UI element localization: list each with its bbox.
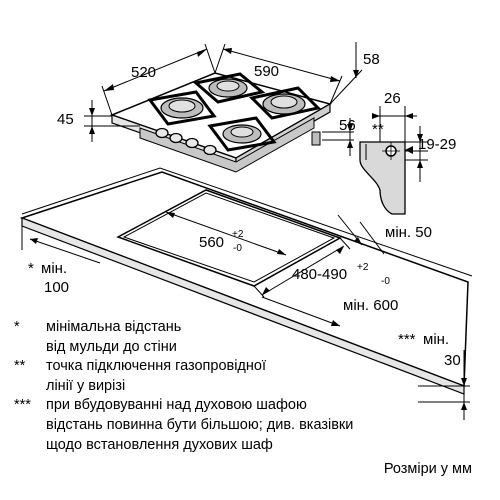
hob-drawing [109, 72, 332, 173]
front-clearance-marker: * [28, 260, 34, 277]
cutout-depth-label: 480-490 +2 -0 [292, 262, 390, 287]
control-knobs [155, 127, 217, 156]
cutout-depth-main: 480-490 [292, 266, 347, 283]
hob-depth-label: 520 [131, 64, 156, 81]
knob-2 [169, 132, 183, 144]
note-1: * мінімальна відстань від мульди до стін… [14, 318, 494, 357]
note-3-text: при вбудовуванні над духовою шафою відст… [46, 396, 494, 455]
gas-pipe-stub [311, 131, 321, 146]
note-1-line-1: мінімальна відстань [46, 319, 182, 335]
hob-top-height-label: 58 [363, 51, 380, 68]
bracket-profile [359, 141, 406, 215]
countertop-depth-label: мін. 600 [343, 297, 398, 314]
note-2-text: точка підключення газопровідної лінії у … [46, 357, 494, 396]
hob-width-label: 590 [254, 63, 279, 80]
pan-support-front-right [207, 116, 277, 152]
side-clearance-value: 30 [444, 352, 461, 369]
note-3-mark: *** [14, 397, 31, 414]
cutout-width-label: 560 +2 -0 [199, 229, 244, 254]
pan-support-rear-left [192, 72, 266, 104]
pan-supports [147, 72, 322, 152]
hob-dimension-lines [84, 42, 363, 156]
cutout-width-tol-plus: +2 [232, 229, 244, 240]
burner-rear-right [262, 93, 306, 115]
hob-dimension-arrows [89, 48, 359, 148]
front-clearance-label: * мін. 100 [28, 260, 69, 296]
bracket-range-label: 19-29 [418, 136, 456, 153]
note-1-text: мінімальна відстань від мульди до стіни [46, 318, 494, 357]
countertop-back-edge [21, 167, 473, 277]
back-clearance-label: мін. 50 [385, 224, 432, 241]
units-caption: Розміри у мм [383, 461, 472, 477]
cutout-width-main: 560 [199, 234, 224, 251]
side-clearance-min: мін. [423, 331, 449, 348]
burners [160, 78, 306, 144]
note-2-line-1: точка підключення газопровідної [46, 358, 266, 375]
note-3: *** при вбудовуванні над духовою шафою в… [14, 396, 494, 455]
knob-4 [203, 144, 217, 156]
side-clearance-marker: *** [398, 331, 416, 348]
countertop-dimension-arrows [30, 212, 467, 410]
burner-rear-left [208, 78, 248, 98]
note-2: ** точка підключення газопровідної лінії… [14, 357, 494, 396]
burner-front-right [222, 124, 262, 144]
front-clearance-value: 100 [44, 279, 69, 296]
bracket-dimension-arrows [372, 113, 423, 168]
hob-height-label: 45 [57, 111, 74, 128]
note-2-line-2: лінії у вирізі [46, 377, 126, 394]
cutout-depth-tol-plus: +2 [357, 262, 369, 273]
side-clearance-label: *** мін. 30 [398, 331, 461, 369]
note-3-line-1: при вбудовуванні над духовою шафою [46, 397, 307, 414]
front-clearance-min: мін. [41, 260, 67, 277]
hob-body [139, 117, 315, 173]
legend-notes: * мінімальна відстань від мульди до стін… [14, 318, 494, 455]
note-1-mark: * [14, 319, 20, 335]
burner-front-left [160, 97, 204, 119]
pan-support-rear-right [248, 86, 322, 120]
note-1-line-2: від мульди до стіни [46, 338, 177, 355]
bracket-detail [359, 141, 413, 215]
bracket-marker-label: ** [372, 121, 384, 138]
note-3-line-2: відстань повинна бути більшою; див. вказ… [46, 416, 354, 433]
cutout-width-tol-minus: -0 [233, 243, 242, 254]
knob-3 [185, 137, 199, 149]
hob-front-offset-label: 56 [339, 117, 356, 134]
pan-support-front-left [147, 90, 217, 126]
note-3-line-3: щодо встановлення духових шаф [46, 436, 273, 453]
cutout-depth-tol-minus: -0 [381, 276, 390, 287]
countertop-dimension-lines [21, 211, 470, 420]
bracket-thickness-label: 26 [384, 90, 401, 107]
knob-1 [155, 127, 169, 139]
note-2-mark: ** [14, 358, 26, 375]
